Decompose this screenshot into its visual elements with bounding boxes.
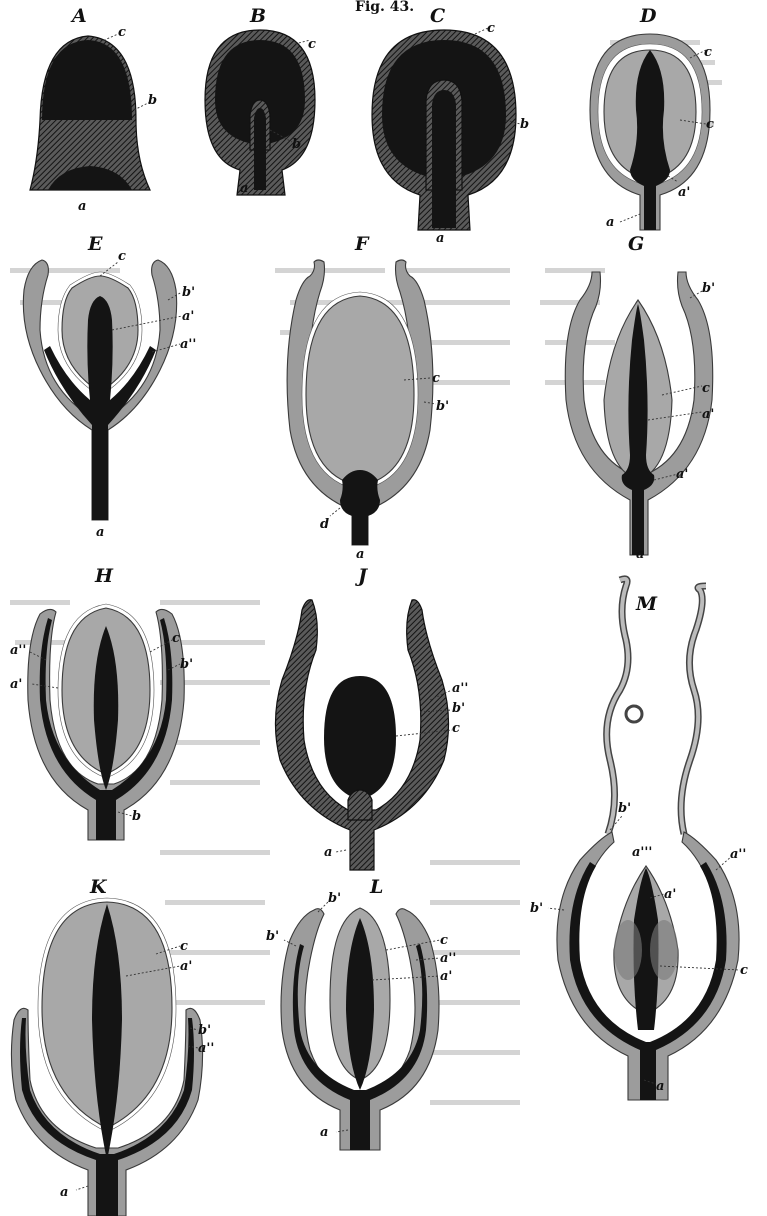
part-label: a bbox=[656, 1079, 664, 1094]
part-label: a' bbox=[702, 407, 714, 422]
part-label: c bbox=[432, 371, 440, 386]
figure-e: E c b' a' a'' a bbox=[23, 233, 196, 540]
part-label: c bbox=[172, 631, 180, 646]
figure-label: D bbox=[639, 5, 657, 27]
figure-label: C bbox=[430, 5, 445, 27]
figure-g: G b' c a' a' a bbox=[565, 233, 715, 562]
part-label: b bbox=[132, 809, 141, 824]
part-label: c bbox=[704, 45, 712, 60]
part-label: b bbox=[148, 93, 157, 108]
part-label: a bbox=[240, 181, 248, 196]
part-label: c bbox=[118, 249, 126, 264]
part-label: a bbox=[320, 1125, 328, 1140]
part-label: a' bbox=[676, 467, 688, 482]
part-label: a bbox=[606, 215, 614, 230]
part-label: a' bbox=[10, 677, 22, 692]
part-label: c bbox=[706, 117, 714, 132]
figure-label: K bbox=[89, 876, 108, 898]
part-label: b' bbox=[702, 281, 715, 296]
part-label: a bbox=[78, 199, 86, 214]
part-label: a bbox=[324, 845, 332, 860]
figure-label: M bbox=[635, 593, 658, 615]
part-label: b' bbox=[328, 891, 341, 906]
part-label: c bbox=[702, 381, 710, 396]
part-label: a'' bbox=[452, 681, 468, 696]
part-label: a''' bbox=[632, 845, 652, 860]
part-label: a'' bbox=[440, 951, 456, 966]
figure-l: L b' b' c a'' a' a bbox=[266, 876, 456, 1150]
part-label: a' bbox=[678, 185, 690, 200]
part-label: a bbox=[356, 547, 364, 562]
figure-label: J bbox=[355, 565, 369, 587]
part-label: b bbox=[292, 137, 301, 152]
figure-m: M b' a''' a'' b' a' c a bbox=[530, 579, 748, 1100]
part-label: b' bbox=[180, 657, 193, 672]
part-label: a bbox=[60, 1185, 68, 1200]
part-label: b' bbox=[452, 701, 465, 716]
part-label: b' bbox=[198, 1023, 211, 1038]
part-label: a' bbox=[664, 887, 676, 902]
part-label: c bbox=[740, 963, 748, 978]
part-label: b' bbox=[266, 929, 279, 944]
part-label: a'' bbox=[730, 847, 746, 862]
plate-header: Fig. 43. bbox=[355, 0, 414, 15]
part-label: c bbox=[487, 21, 495, 36]
figure-label: L bbox=[369, 876, 383, 898]
part-label: b' bbox=[530, 901, 543, 916]
part-label: c bbox=[440, 933, 448, 948]
figure-label: F bbox=[354, 233, 370, 255]
part-label: b bbox=[520, 117, 529, 132]
part-label: c bbox=[180, 939, 188, 954]
part-label: a bbox=[636, 547, 644, 562]
part-label: a bbox=[96, 525, 104, 540]
part-label: b' bbox=[436, 399, 449, 414]
part-label: c bbox=[308, 37, 316, 52]
part-label: a' bbox=[182, 309, 194, 324]
part-label: a'' bbox=[10, 643, 26, 658]
part-label: c bbox=[118, 25, 126, 40]
figure-label: H bbox=[94, 565, 114, 587]
part-label: a' bbox=[180, 959, 192, 974]
part-label: a'' bbox=[198, 1041, 214, 1056]
part-label: b' bbox=[182, 285, 195, 300]
figure-c: C c b a bbox=[372, 5, 529, 246]
figure-h: H a'' a' c b' b bbox=[10, 565, 193, 840]
figure-b: B c b a bbox=[205, 5, 316, 196]
figure-label: E bbox=[87, 233, 103, 255]
figure-j: J a'' b' c a bbox=[275, 565, 468, 870]
figure-label: A bbox=[70, 5, 87, 27]
figure-a: A c b a bbox=[30, 5, 157, 214]
figure-label: G bbox=[628, 233, 644, 255]
figure-label: B bbox=[249, 5, 266, 27]
part-label: a'' bbox=[180, 337, 196, 352]
part-label: c bbox=[452, 721, 460, 736]
figure-k: K c a' b' a'' a bbox=[11, 876, 214, 1216]
figure-d: D c c a' a bbox=[590, 5, 714, 230]
part-label: b' bbox=[618, 801, 631, 816]
part-label: d bbox=[320, 517, 329, 532]
figure-f: F c b' d a bbox=[287, 233, 449, 562]
part-label: a' bbox=[440, 969, 452, 984]
part-label: a bbox=[436, 231, 444, 246]
